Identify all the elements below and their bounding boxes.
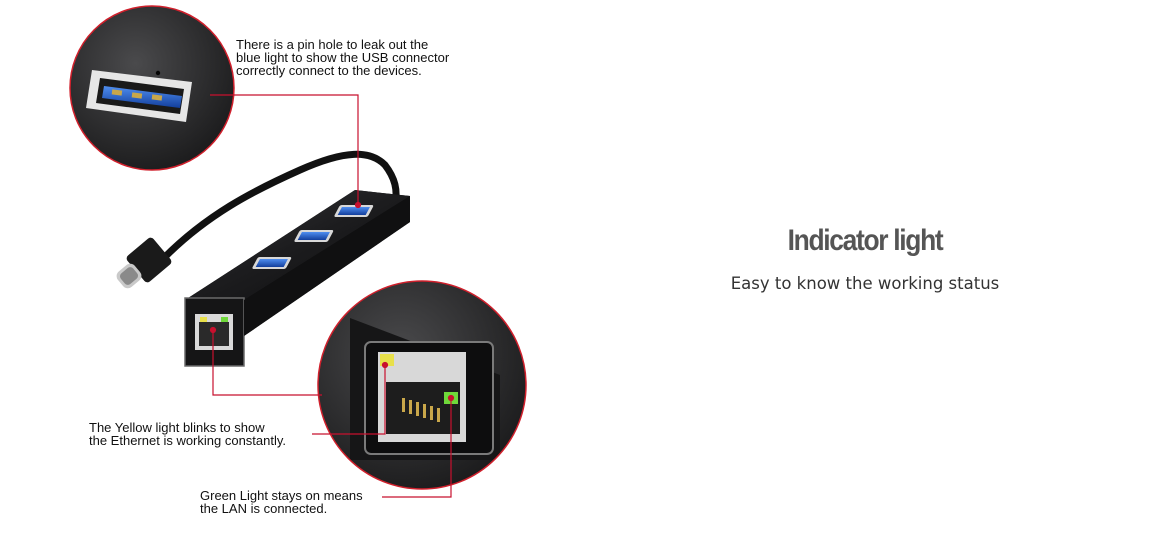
leader-lines [209,94,455,498]
ethernet-port-zoom-view [317,280,527,490]
hub-usb-ports [252,205,374,269]
feature-description: Easy to know the working status [730,274,1000,293]
green-light-callout: Green Light stays on means the LAN is co… [200,488,363,516]
usb-c-cable [116,150,400,289]
yellow-light-callout: The Yellow light blinks to show the Ethe… [89,420,287,448]
usb-port-zoom-view [69,5,235,171]
feature-title: Indicator light [787,224,944,257]
usb-pin-hole-callout: There is a pin hole to leak out the blue… [236,37,450,78]
